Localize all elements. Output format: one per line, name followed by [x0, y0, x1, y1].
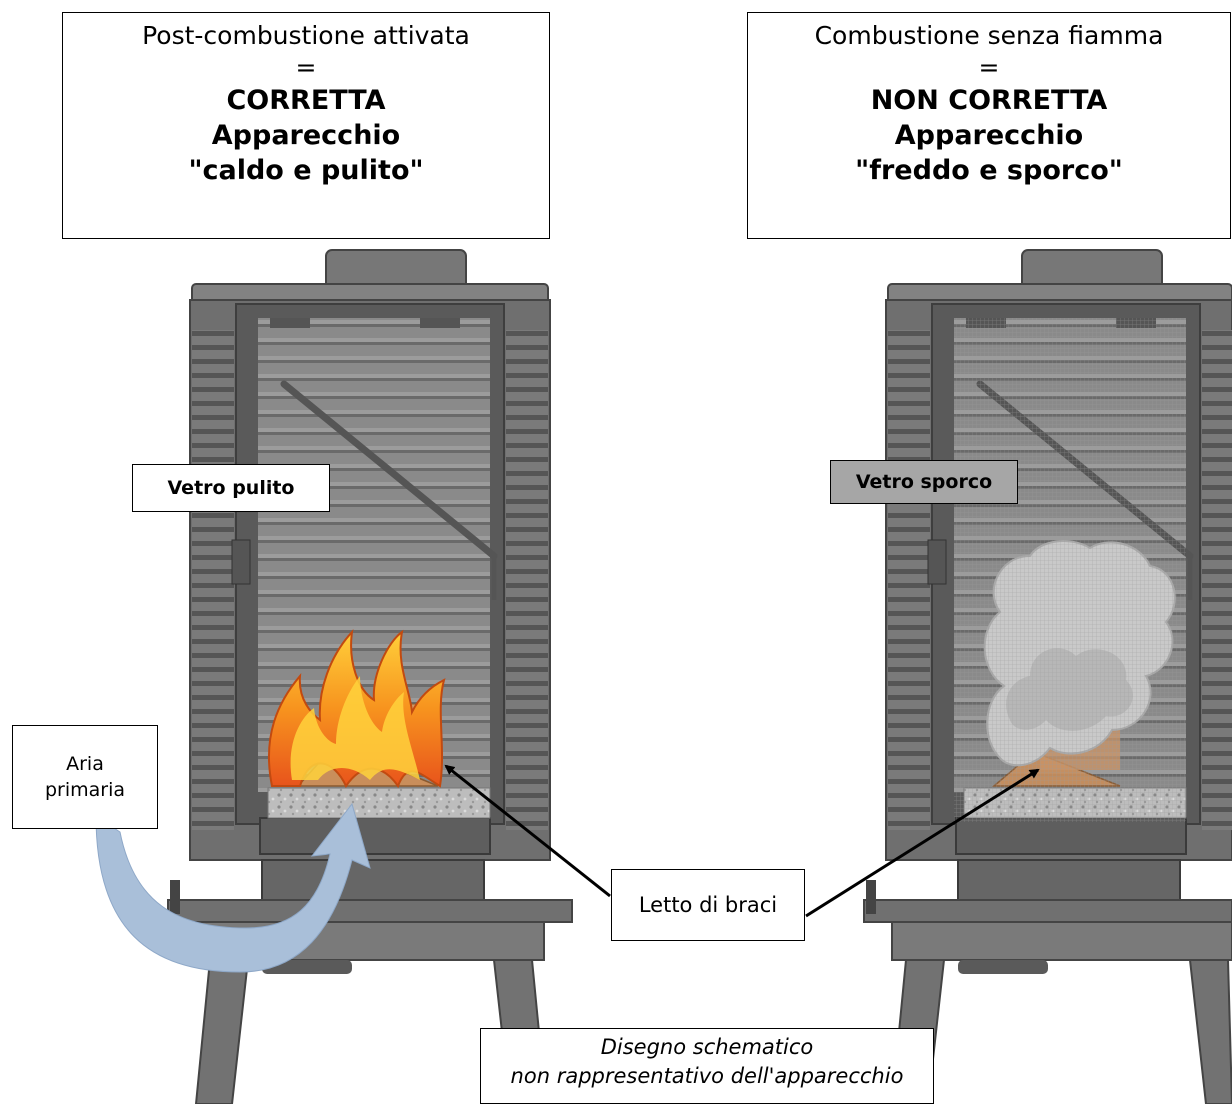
right-title-eq: = [978, 53, 1000, 82]
schematic-note: Disegno schematico non rappresentativo d… [480, 1028, 934, 1104]
left-title-line5: "caldo e pulito" [188, 155, 424, 186]
primary-air-arrow [95, 802, 371, 973]
dirty-glass-label: Vetro sporco [830, 460, 1018, 504]
ember-bed-label: Letto di braci [611, 869, 805, 941]
left-stove [167, 249, 573, 1104]
flame-icon [268, 628, 446, 789]
clean-glass-label: Vetro pulito [132, 464, 330, 512]
left-title-box: Post-combustione attivata = CORRETTA App… [62, 12, 550, 239]
right-title-line1: Combustione senza fiamma [814, 21, 1164, 50]
left-title-status: CORRETTA [226, 85, 386, 116]
left-title-eq: = [295, 53, 317, 82]
ember-arrow-left [444, 764, 611, 898]
primary-air-label-line2: primaria [44, 779, 126, 801]
left-title-line1: Post-combustione attivata [142, 21, 470, 50]
schematic-note-line2: non rappresentativo dell'apparecchio [510, 1064, 904, 1088]
right-title-status: NON CORRETTA [870, 85, 1108, 116]
ember-arrow-right [805, 768, 1040, 918]
dirty-glass-overlay [954, 318, 1186, 822]
right-title-box: Combustione senza fiamma = NON CORRETTA … [747, 12, 1231, 239]
right-title-line5: "freddo e sporco" [855, 155, 1123, 186]
schematic-note-line1: Disegno schematico [600, 1035, 814, 1059]
primary-air-label: Aria primaria [12, 725, 158, 829]
right-title-line4: Apparecchio [894, 120, 1084, 151]
primary-air-label-line1: Aria [66, 753, 104, 775]
right-stove [863, 249, 1232, 1104]
left-title-line4: Apparecchio [211, 120, 401, 151]
